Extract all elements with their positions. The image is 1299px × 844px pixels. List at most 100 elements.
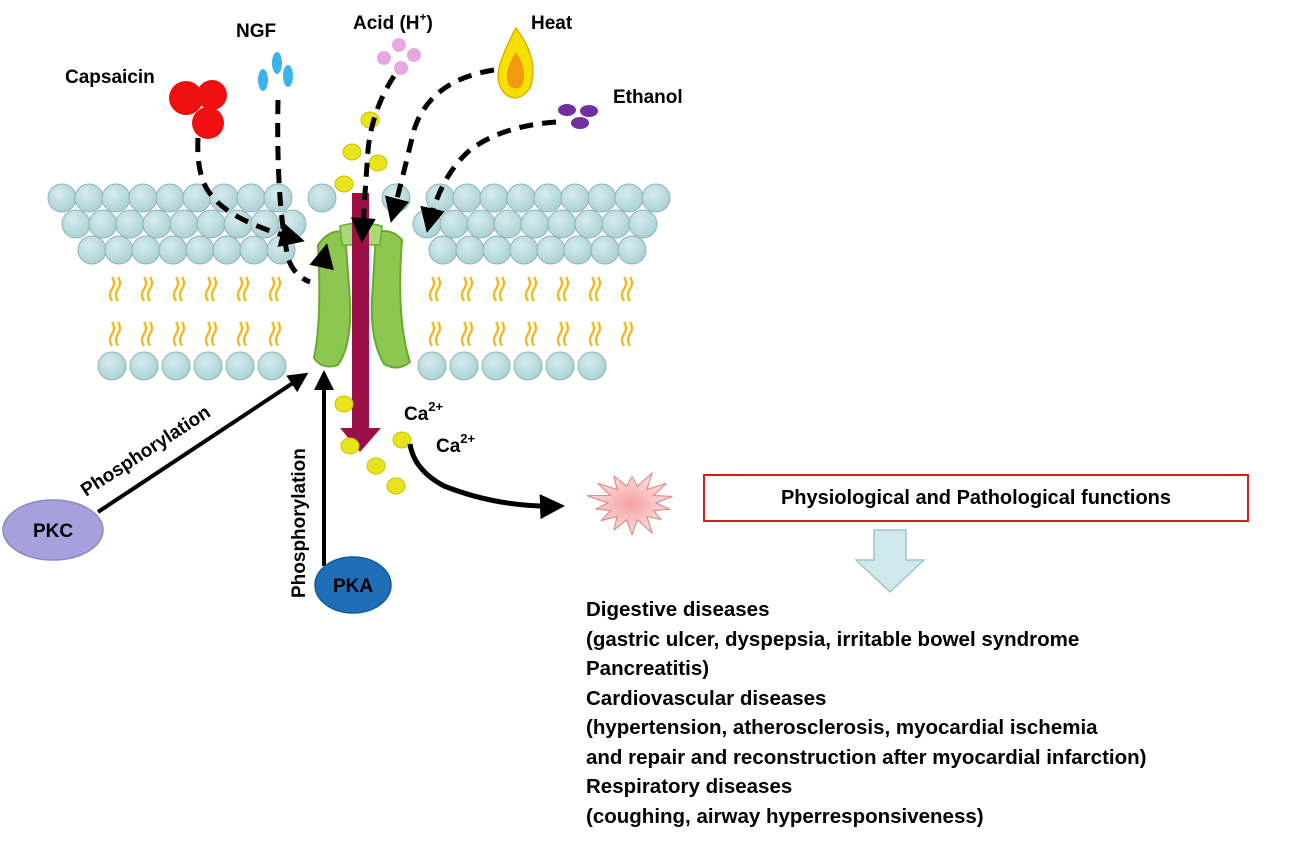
lipid-tail — [498, 321, 506, 347]
lipid-tail — [242, 321, 250, 347]
lipid-head — [452, 183, 482, 213]
lipid-head — [128, 183, 158, 213]
disease-line: (gastric ulcer, dyspepsia, irritable bow… — [586, 627, 1080, 651]
outer-lipid-heads — [47, 183, 671, 265]
heat-icon — [497, 26, 534, 99]
lipid-head — [547, 209, 577, 239]
capsaicin-arrow — [195, 137, 305, 247]
lipid-tail — [428, 276, 436, 302]
lipid-head — [196, 209, 226, 239]
disease-line: Digestive diseases — [586, 598, 770, 621]
capsaicin-label: Capsaicin — [65, 67, 155, 88]
lipid-head — [509, 235, 539, 265]
lipid-tail — [492, 276, 500, 302]
calcium-ion — [386, 477, 406, 495]
lipid-head — [577, 351, 607, 381]
lipid-head — [560, 183, 590, 213]
lipid-head — [417, 351, 447, 381]
lipid-head — [47, 183, 77, 213]
lipid-tail — [210, 321, 218, 347]
ngf-molecule — [258, 52, 293, 91]
lipid-tail — [108, 276, 116, 302]
lipid-head — [212, 235, 242, 265]
inner-lipid-heads — [97, 351, 607, 381]
lipid-tail — [594, 321, 602, 347]
lipid-tail — [524, 276, 532, 302]
lipid-head — [239, 235, 269, 265]
calcium-label-1: Ca2+ — [404, 399, 444, 425]
lipid-head — [104, 235, 134, 265]
lipid-tail — [594, 276, 602, 302]
lipid-tail — [268, 276, 276, 302]
lipid-tail — [588, 321, 596, 347]
calcium-label-1-text: Ca — [404, 404, 429, 425]
lipid-tail — [556, 276, 564, 302]
lipid-tails — [108, 276, 634, 347]
lipid-tail — [268, 321, 276, 347]
calcium-ion — [368, 154, 388, 172]
lipid-head — [617, 235, 647, 265]
pka-label: PKA — [333, 576, 373, 597]
ion-flux-arrow — [340, 193, 381, 452]
lipid-head — [601, 209, 631, 239]
lipid-head — [97, 351, 127, 381]
lipid-head — [563, 235, 593, 265]
lipid-head — [641, 183, 671, 213]
calcium-label-1-sup: 2+ — [428, 399, 443, 414]
lipid-head — [412, 209, 442, 239]
calcium-ion — [366, 457, 386, 475]
acid-label-text: Acid (H — [353, 13, 420, 34]
calcium-ion — [340, 437, 360, 455]
heat-arrow — [385, 67, 495, 223]
phosphorylation-arrows — [96, 370, 334, 566]
calcium-label-2-text: Ca — [436, 436, 461, 457]
calcium-ions — [334, 111, 412, 495]
burst-icon — [587, 471, 673, 536]
lipid-head — [115, 209, 145, 239]
acid-arrow — [350, 74, 397, 243]
disease-line: Cardiovascular diseases — [586, 686, 827, 710]
lipid-head — [533, 183, 563, 213]
lipid-tail — [114, 321, 122, 347]
lipid-tail — [172, 276, 180, 302]
lipid-tail — [434, 321, 442, 347]
lipid-tail — [204, 276, 212, 302]
acid-label-sup: + — [420, 10, 427, 24]
functions-box: Physiological and Pathological functions — [703, 474, 1249, 522]
lipid-head — [61, 209, 91, 239]
lipid-tail — [530, 321, 538, 347]
calcium-ion — [392, 431, 412, 449]
acid-label: Acid (H+) — [353, 10, 433, 34]
lipid-tail — [524, 321, 532, 347]
lipid-tail — [620, 276, 628, 302]
lipid-tail — [140, 276, 148, 302]
ngf-arrow — [275, 99, 311, 285]
lipid-tail — [466, 321, 474, 347]
lipid-tail — [530, 276, 538, 302]
lipid-head — [225, 351, 255, 381]
lipid-head — [74, 183, 104, 213]
lipid-head — [185, 235, 215, 265]
lipid-head — [101, 183, 131, 213]
pka-phosphorylation-label: Phosphorylation — [289, 448, 310, 598]
calcium-label-2-sup: 2+ — [460, 431, 475, 446]
pkc-label: PKC — [33, 521, 73, 542]
lipid-tail — [114, 276, 122, 302]
lipid-head — [142, 209, 172, 239]
lipid-head — [481, 351, 511, 381]
lipid-tail — [172, 321, 180, 347]
ngf-arrow-head — [309, 243, 334, 271]
lipid-tail — [178, 276, 186, 302]
lipid-tail — [236, 321, 244, 347]
lipid-head — [161, 351, 191, 381]
lipid-tail — [626, 276, 634, 302]
lipid-head — [250, 209, 280, 239]
calcium-ion — [334, 395, 354, 413]
disease-line: (hypertension, atherosclerosis, myocardi… — [586, 716, 1098, 739]
acid-label-close: ) — [427, 13, 433, 34]
lipid-head — [129, 351, 159, 381]
pkc-phosphorylation-label: Phosphorylation — [77, 402, 214, 501]
ngf-label: NGF — [236, 21, 276, 42]
